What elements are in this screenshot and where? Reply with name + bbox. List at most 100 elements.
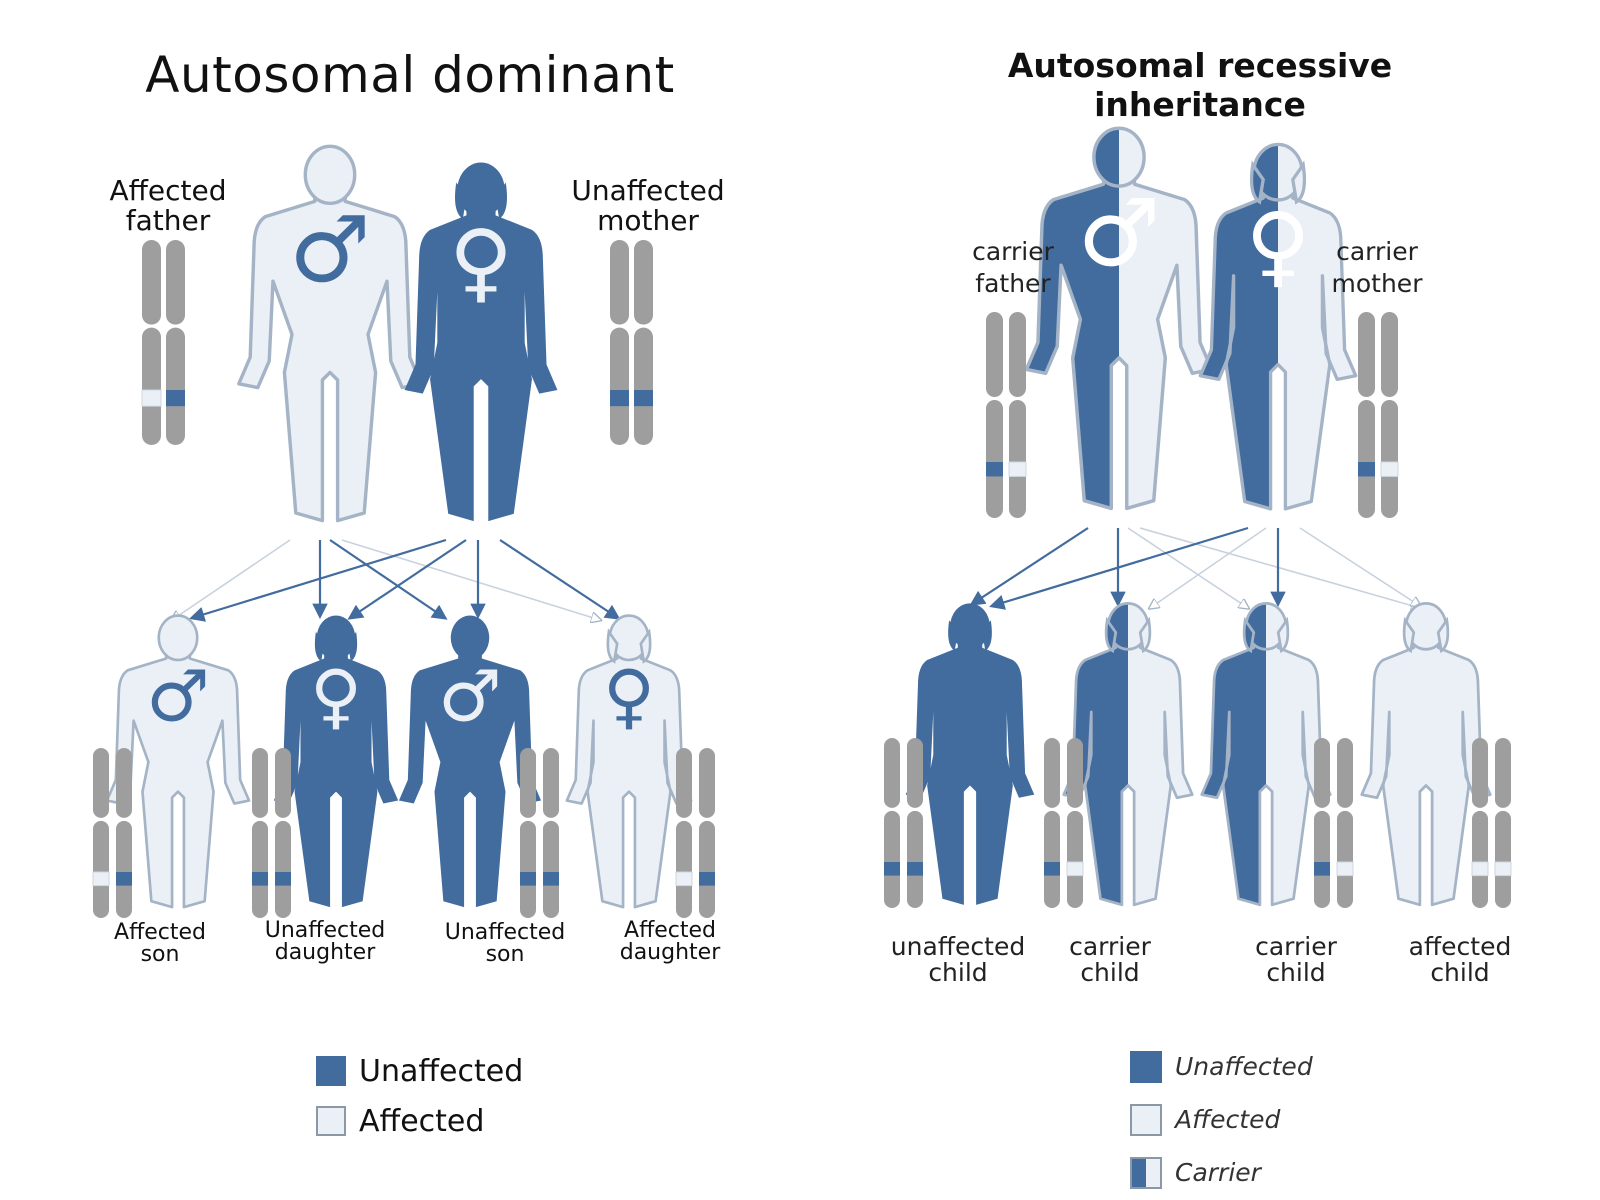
carrier-father-figure-body <box>1024 167 1214 511</box>
chromosome-arm <box>1358 400 1375 518</box>
dominant-child-1-body <box>105 645 251 909</box>
recessive-child-4-hair <box>1402 616 1450 654</box>
affected-father-figure-body <box>237 184 423 523</box>
legend-item-affected: Affected <box>316 1096 523 1146</box>
recessive-child-4-body <box>1360 634 1492 907</box>
gene-band <box>1380 461 1399 477</box>
dominant-child-1-head <box>157 614 199 662</box>
legend-swatch-affected <box>1130 1103 1162 1136</box>
affected-father-figure-head <box>303 144 357 206</box>
chromosome-arm <box>543 748 559 818</box>
autosomal-dominant-panel: ♂♀♂♀♂♀ Autosomal dominant Affected fathe… <box>92 46 725 1146</box>
chromosome-arm <box>1067 738 1083 808</box>
chromosome-arm <box>275 820 291 918</box>
inheritance-arrow <box>1139 527 1420 608</box>
chromosome-arm <box>116 748 132 818</box>
male-symbol-icon: ♂ <box>146 655 210 738</box>
dominant-child-2-head <box>316 615 356 660</box>
legend-label-affected: Affected <box>1175 1105 1281 1134</box>
inheritance-arrow <box>189 538 447 622</box>
legend-swatch-unaffected <box>1130 1050 1162 1083</box>
gene-band <box>92 871 110 887</box>
affected-son-chromosomes <box>92 748 132 918</box>
recessive-child-2-hair <box>1104 616 1152 654</box>
chromosome-arm <box>252 820 268 918</box>
carrier-father-label: carrier father <box>972 237 1054 298</box>
unaffected-mother-figure-body <box>404 200 558 522</box>
chromosome-arm <box>1495 738 1511 808</box>
dominant-child-4-hair <box>606 628 652 664</box>
gene-band <box>1471 861 1489 877</box>
chromosome-arm <box>252 748 268 818</box>
male-symbol-icon: ♂ <box>1077 179 1160 287</box>
inheritance-arrow <box>329 539 448 620</box>
gene-band <box>634 390 653 407</box>
dominant-diagram: ♂♀♂♀♂♀ <box>92 144 715 918</box>
chromosome-arm <box>907 810 923 908</box>
dominant-child-3: ♂ <box>398 615 542 908</box>
recessive-child-3-body <box>1200 634 1332 907</box>
carrier-father-figure-head <box>1092 126 1146 188</box>
legend-item-unaffected: Unaffected <box>316 1046 523 1096</box>
carrier-mother-figure-body <box>1198 181 1358 511</box>
affected-father-label: Affected father <box>109 174 227 238</box>
chromosome-arm <box>634 240 653 325</box>
inheritance-arrow <box>989 526 1249 610</box>
chromosome-arm <box>1472 738 1488 808</box>
inheritance-arrow <box>499 539 621 620</box>
chromosome-arm <box>520 748 536 818</box>
chromosome-arm <box>275 748 291 818</box>
affected-son-label: Affected son <box>114 920 206 967</box>
unaffected-son-chromosomes <box>520 748 559 918</box>
carrier-mother-chromosomes <box>1358 312 1399 518</box>
carrier-child-1-chromosomes <box>1044 738 1084 908</box>
chromosome-arm <box>699 820 715 918</box>
recessive-child-1 <box>905 603 1035 905</box>
legend-item-affected: Affected <box>1130 1093 1313 1146</box>
chromosome-arm <box>1067 810 1083 908</box>
chromosome-arm <box>1381 400 1398 518</box>
gene-band <box>166 390 185 407</box>
affected-daughter-label: Affected daughter <box>619 918 721 965</box>
dominant-child-2: ♀ <box>273 615 399 908</box>
chromosome-arm <box>1337 738 1353 808</box>
female-symbol-icon: ♀ <box>310 655 362 738</box>
recessive-child-3-hair <box>1242 616 1290 654</box>
chromosome-arm <box>610 327 629 445</box>
carrier-mother-figure: ♀ <box>1198 142 1358 511</box>
unaffected-son-label: Unaffected son <box>444 920 566 967</box>
chromosome-arm <box>543 820 559 918</box>
chromosome-arm <box>699 748 715 818</box>
inheritance-arrow <box>1127 527 1248 608</box>
legend-label-affected: Affected <box>359 1103 485 1139</box>
dominant-child-2-body <box>273 646 399 908</box>
legend-swatch-affected <box>316 1106 346 1136</box>
gene-band <box>116 872 132 886</box>
gene-band <box>1358 462 1375 477</box>
dominant-legend: Unaffected Affected <box>316 1046 523 1146</box>
unaffected-mother-chromosomes <box>610 240 653 445</box>
legend-label-carrier: Carrier <box>1175 1158 1261 1187</box>
affected-father-chromosomes <box>141 240 185 445</box>
inheritance-arrow <box>347 539 467 620</box>
chromosome-arm <box>986 312 1003 398</box>
dominant-title: Autosomal dominant <box>145 46 675 104</box>
chromosome-arm <box>1381 312 1398 398</box>
gene-band <box>1494 861 1512 877</box>
autosomal-recessive-panel: ♂♀ Autosomal recessive inheritance carri… <box>800 0 1600 1200</box>
inheritance-arrow <box>1299 527 1420 606</box>
chromosome-arm <box>1044 738 1060 808</box>
inheritance-arrow <box>1150 527 1267 608</box>
recessive-child-1-body <box>905 635 1035 905</box>
chromosome-arm <box>1314 738 1330 808</box>
chromosome-arm <box>907 738 923 808</box>
affected-daughter-chromosomes <box>675 748 715 918</box>
gene-band <box>275 872 291 886</box>
chromosome-arm <box>634 327 653 445</box>
female-symbol-icon: ♀ <box>449 211 513 313</box>
gene-band <box>543 872 559 886</box>
unaffected-daughter-chromosomes <box>252 748 291 918</box>
legend-label-unaffected: Unaffected <box>1175 1052 1313 1081</box>
chromosome-arm <box>1314 810 1330 908</box>
gene-band <box>1008 461 1027 477</box>
